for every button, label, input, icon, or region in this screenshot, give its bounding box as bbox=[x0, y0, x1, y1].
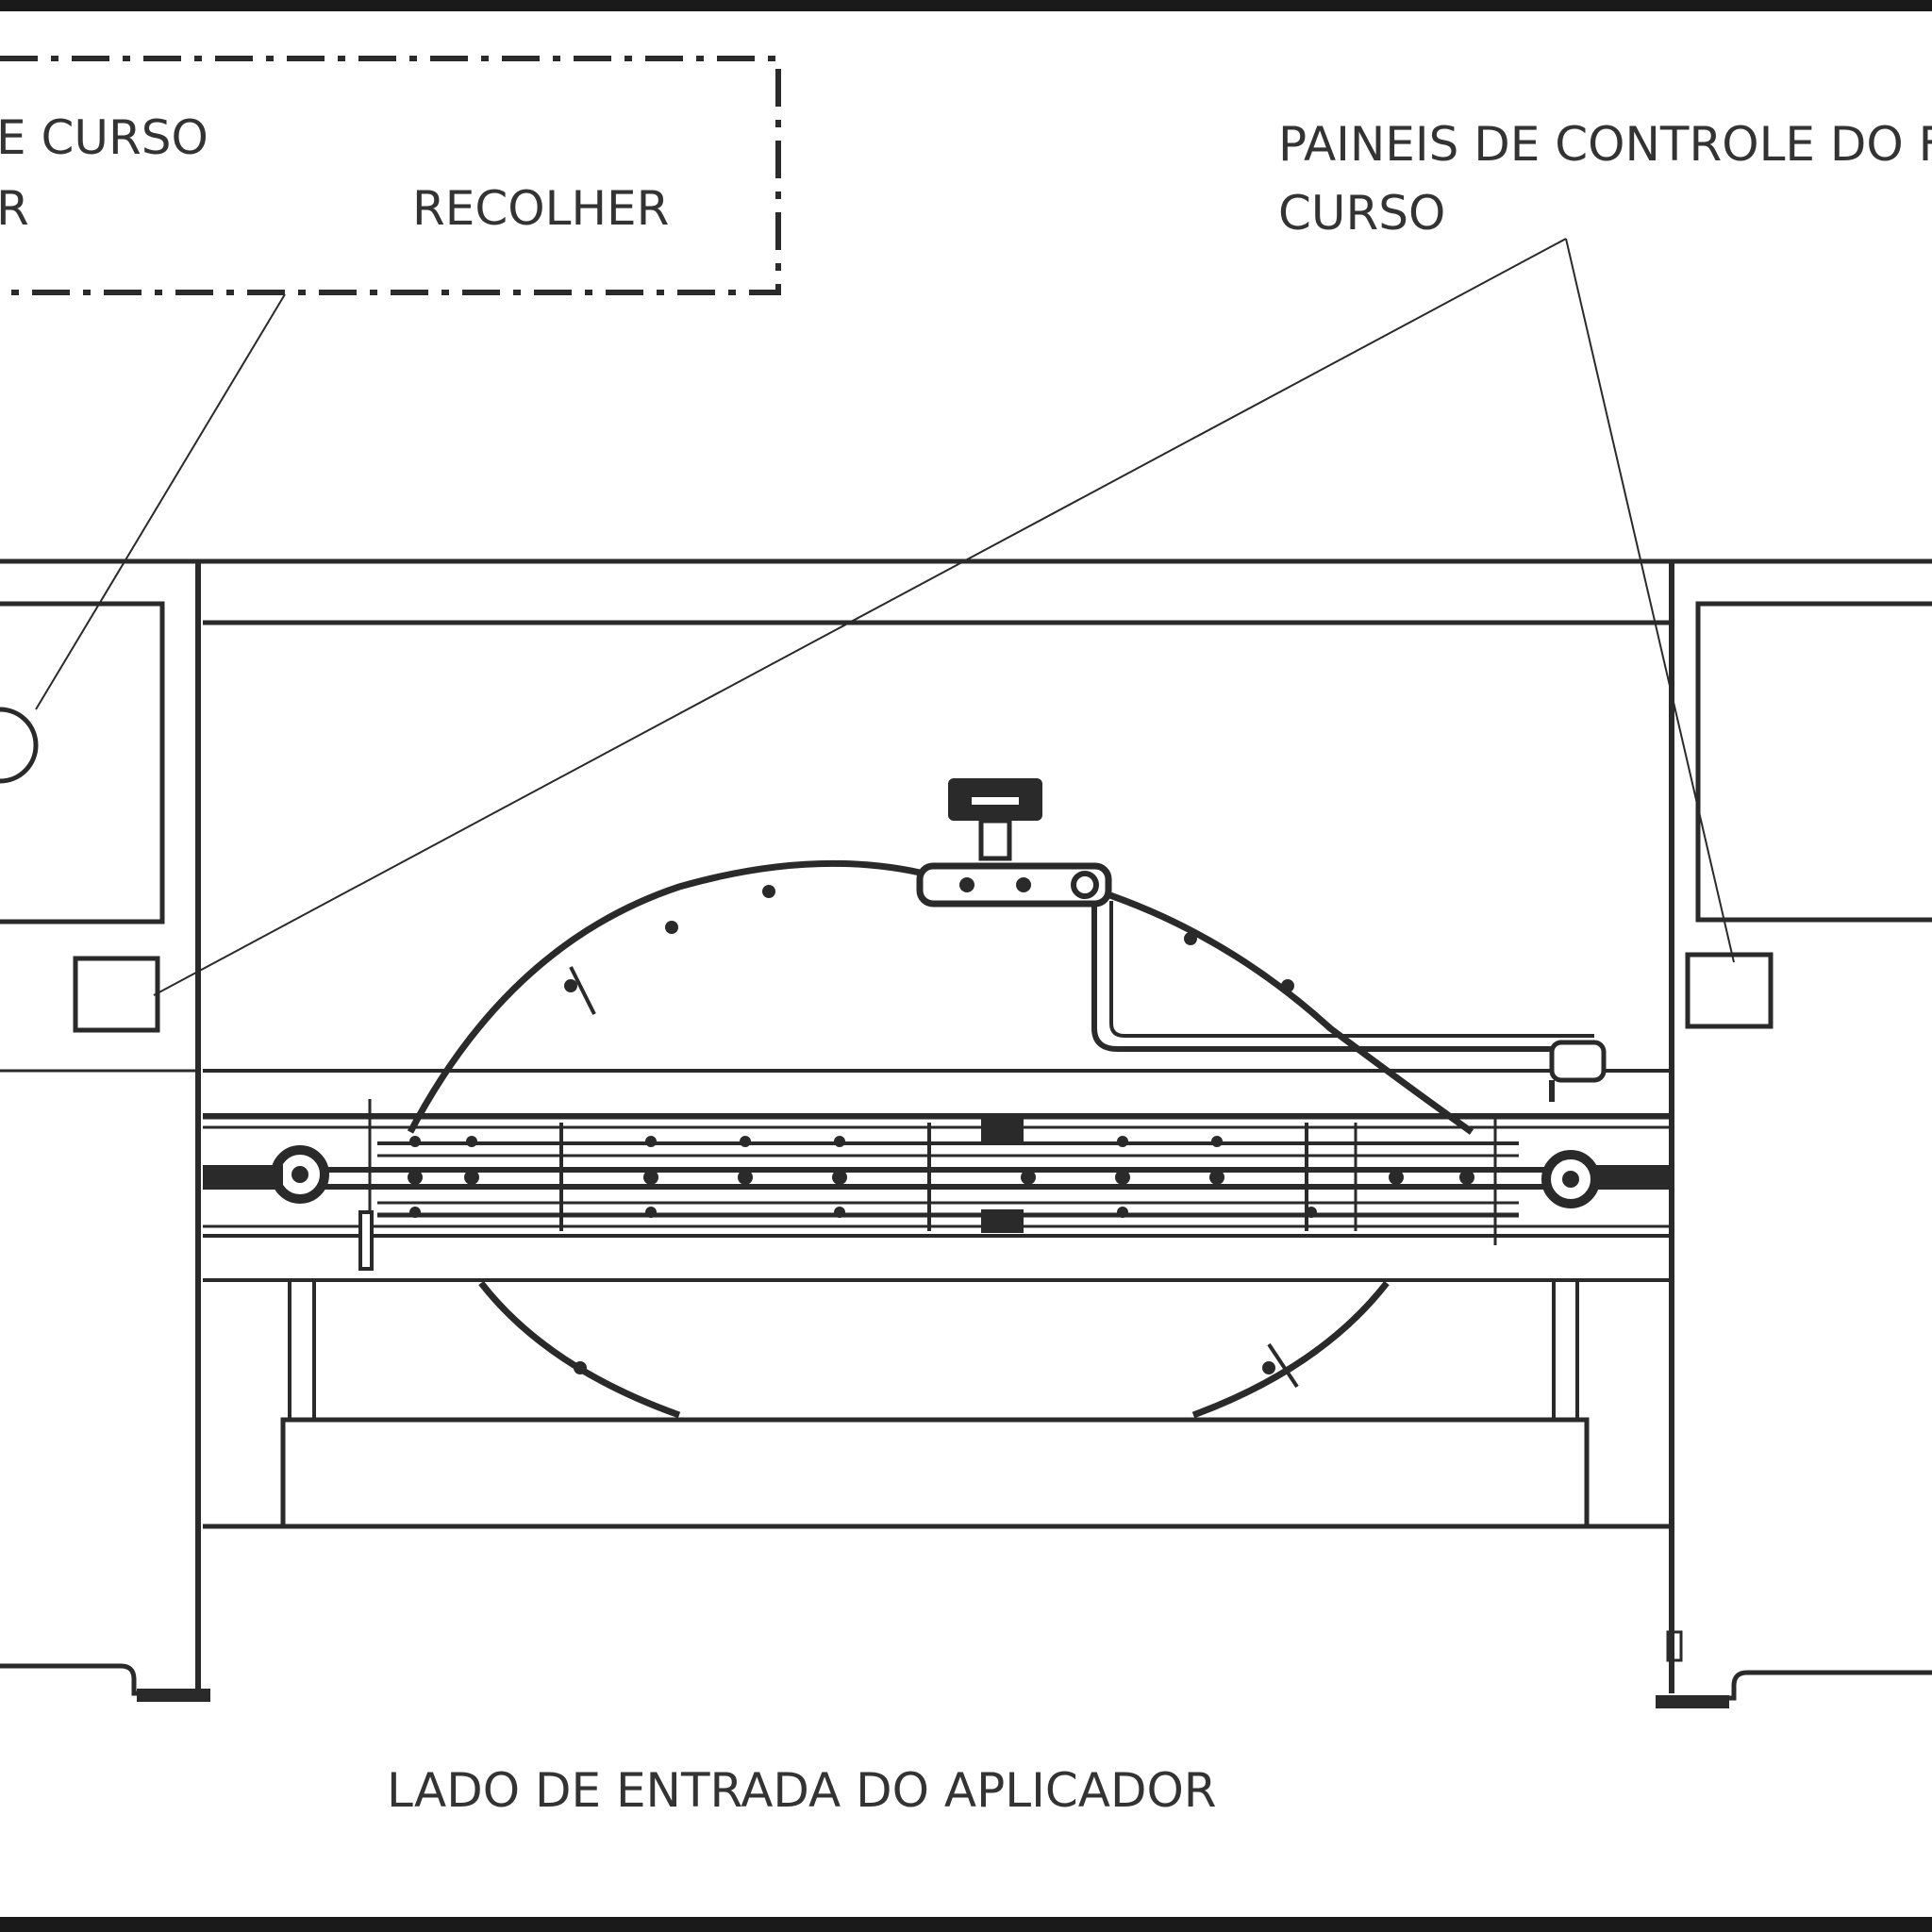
left-foot bbox=[137, 1689, 210, 1702]
left-small-panel bbox=[73, 956, 160, 1033]
left-control-panel bbox=[0, 601, 165, 924]
left-cabinet bbox=[0, 558, 210, 1702]
right-cabinet bbox=[1656, 558, 1932, 1708]
left-button-circle bbox=[0, 707, 39, 784]
base-tray bbox=[280, 1417, 1590, 1529]
roller-assembly bbox=[203, 1099, 1672, 1271]
left-callout-text-1: E CURSO bbox=[0, 110, 208, 165]
bottom-border bbox=[0, 1917, 1932, 1932]
right-foot bbox=[1656, 1695, 1729, 1708]
central-frame bbox=[203, 558, 1672, 1529]
right-control-panel bbox=[1695, 601, 1932, 923]
right-leader-lines bbox=[153, 238, 1735, 996]
left-leader-line bbox=[35, 293, 286, 710]
right-small-panel bbox=[1685, 952, 1774, 1029]
top-border bbox=[0, 0, 1932, 11]
left-callout-recolher-label: RECOLHER bbox=[412, 181, 669, 236]
right-callout-text-2: CURSO bbox=[1278, 186, 1445, 241]
applicator-drum bbox=[407, 859, 1474, 1419]
left-callout-text-2: R bbox=[0, 181, 29, 236]
left-callout-box: E CURSO R RECOLHER bbox=[0, 56, 781, 295]
right-callout-text-1: PAINEIS DE CONTROLE DO F bbox=[1278, 117, 1932, 172]
bottom-caption: LADO DE ENTRADA DO APLICADOR bbox=[387, 1763, 1217, 1818]
valve-assembly bbox=[916, 778, 1607, 1102]
